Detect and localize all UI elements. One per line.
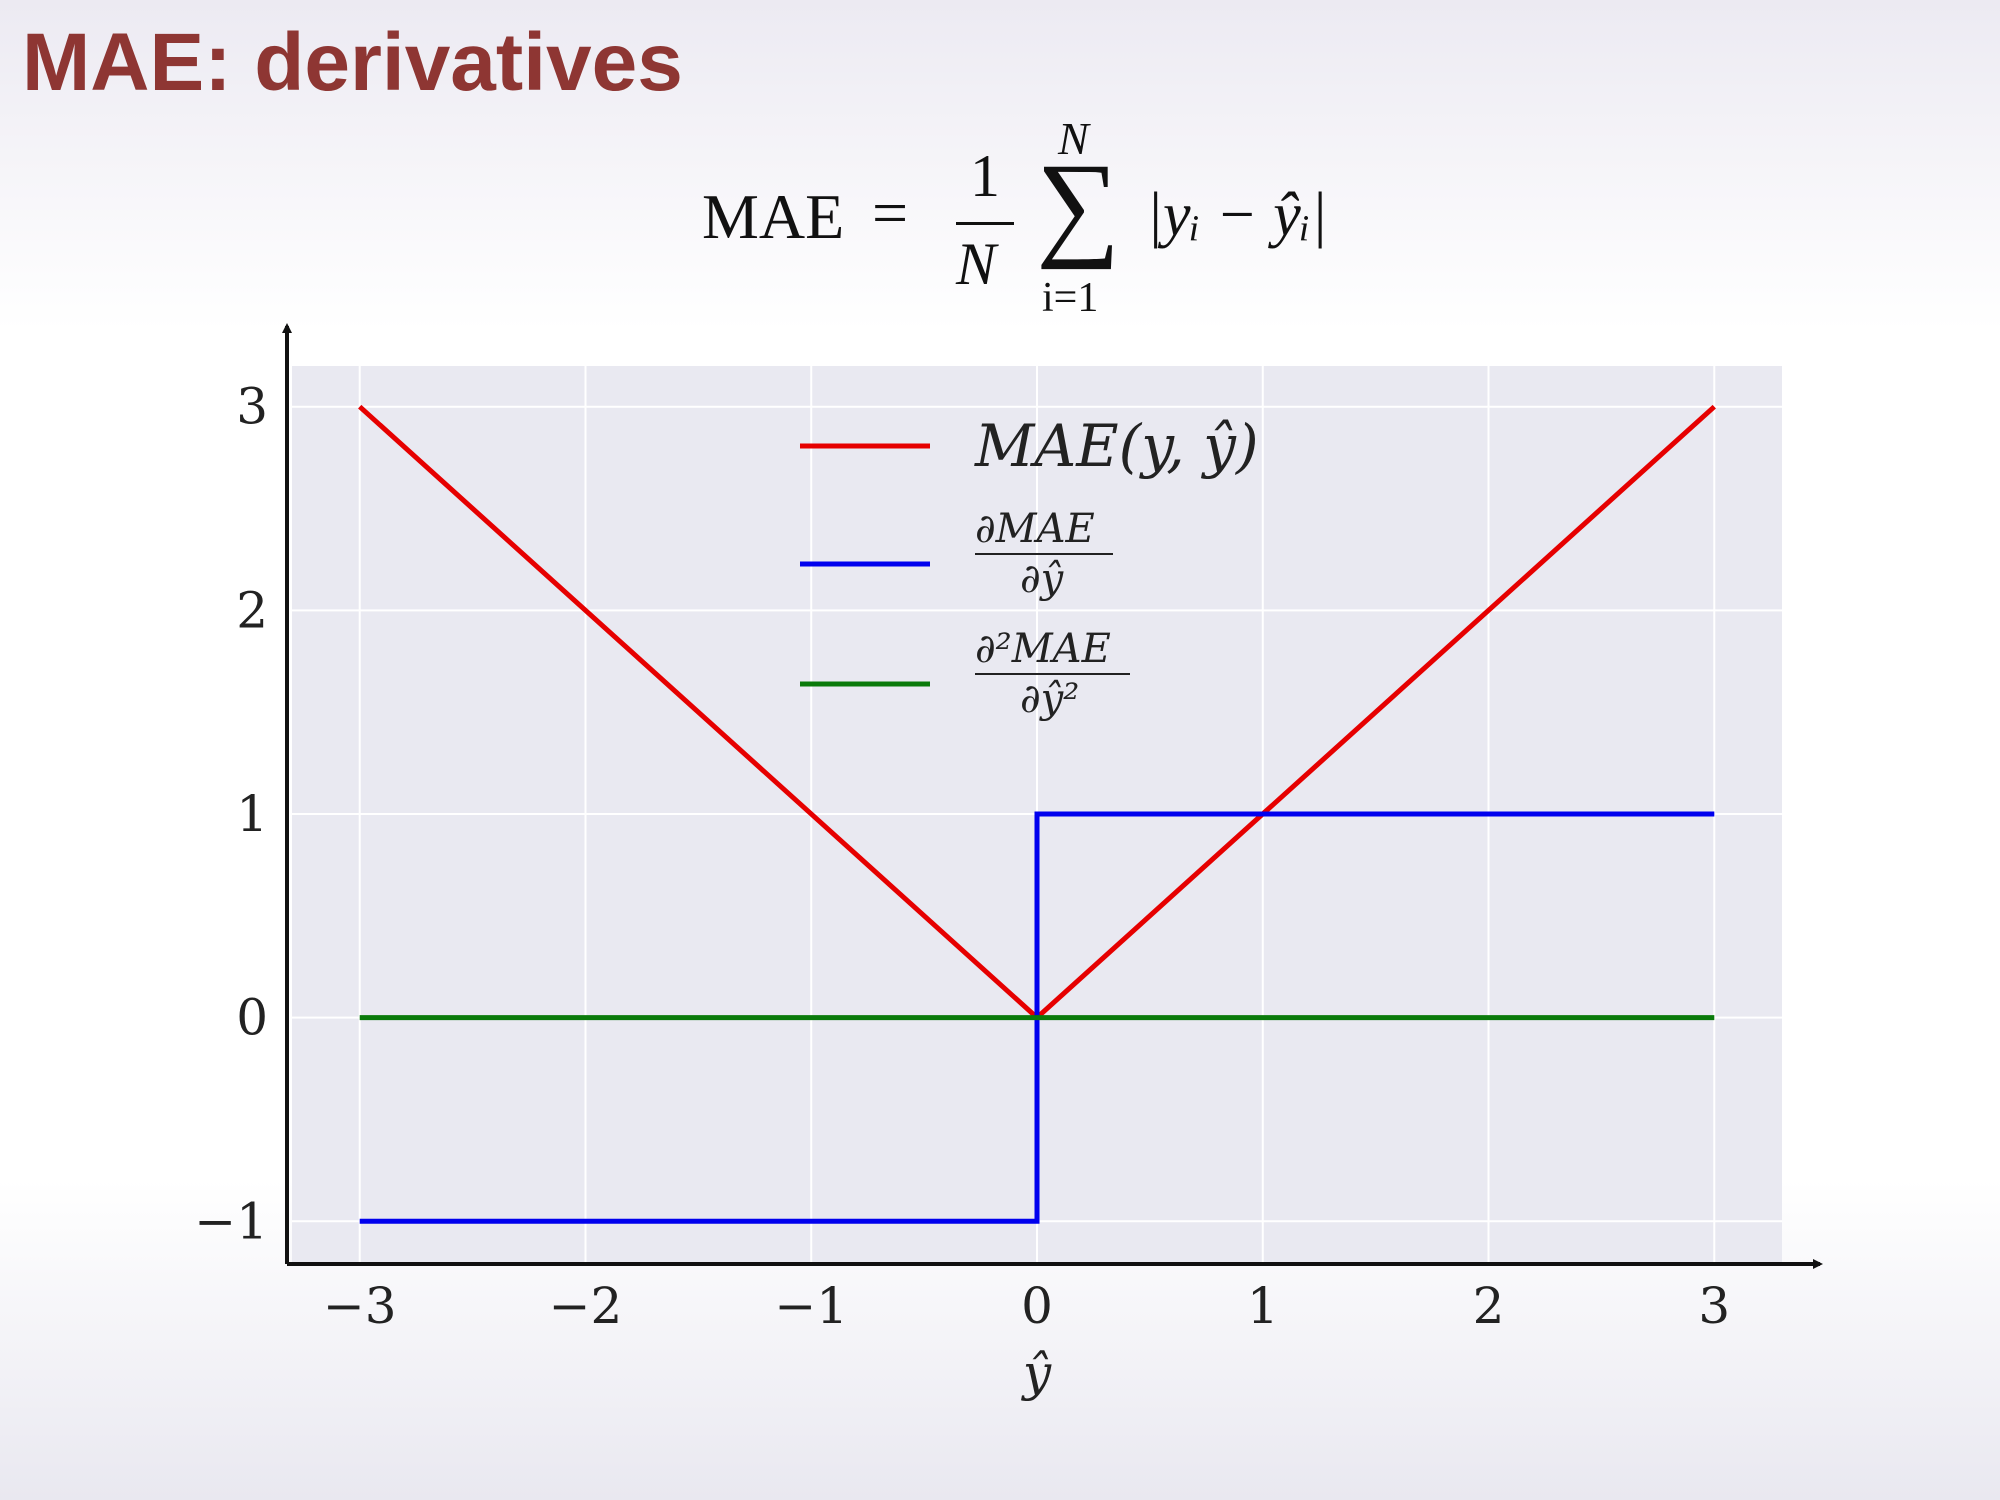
legend-label-denominator: ∂ŷ xyxy=(1020,556,1065,602)
x-tick-label: 2 xyxy=(1473,1277,1505,1335)
x-tick-label: 3 xyxy=(1698,1277,1730,1335)
tick-labels: −3 −2 −1 0 1 2 3 −1 0 1 2 3 xyxy=(194,378,1730,1335)
formula-lhs: MAE xyxy=(702,181,845,252)
y-tick-label: 2 xyxy=(236,581,268,639)
formula-fraction-bar xyxy=(956,222,1014,225)
x-axis-label: ŷ xyxy=(1021,1344,1052,1402)
mae-formula: MAE = 1 N N ∑ i=1 |yᵢ − ŷᵢ| xyxy=(690,112,1390,332)
y-tick-label: 3 xyxy=(236,378,268,436)
formula-sum-upper: N xyxy=(1058,113,1089,164)
legend: MAE(y, ŷ) ∂MAE∂ŷ ∂²MAE∂ŷ² xyxy=(800,412,1259,722)
axes xyxy=(282,323,1823,1269)
y-tick-label: 1 xyxy=(236,785,268,843)
legend-label: MAE(y, ŷ) xyxy=(974,412,1259,480)
x-tick-label: −1 xyxy=(774,1277,848,1335)
x-tick-label: −3 xyxy=(323,1277,397,1335)
formula-numerator: 1 xyxy=(970,143,1000,209)
x-tick-label: −2 xyxy=(549,1277,623,1335)
x-tick-label: 1 xyxy=(1247,1277,1279,1335)
slide-title: MAE: derivatives xyxy=(22,17,683,108)
y-tick-label: −1 xyxy=(194,1192,268,1250)
legend-label-numerator: ∂²MAE xyxy=(975,626,1111,672)
x-tick-label: 0 xyxy=(1021,1277,1053,1335)
formula-summand: |yᵢ − ŷᵢ| xyxy=(1146,181,1328,249)
formula-sum-lower: i=1 xyxy=(1042,275,1099,321)
y-tick-label: 0 xyxy=(236,989,268,1047)
formula-sum-symbol: ∑ xyxy=(1036,139,1121,270)
legend-label-denominator: ∂ŷ² xyxy=(1020,676,1079,722)
formula-denominator: N xyxy=(956,231,997,297)
series-layer xyxy=(358,404,1716,1224)
formula-equals: = xyxy=(872,177,909,248)
legend-label-numerator: ∂MAE xyxy=(975,506,1095,552)
